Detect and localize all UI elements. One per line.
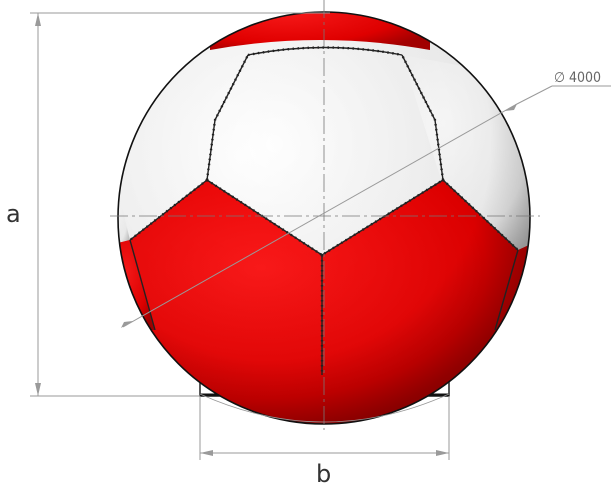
dimension-b xyxy=(199,396,450,460)
diameter-leader xyxy=(121,85,611,328)
dimension-b-label: b xyxy=(316,460,331,485)
diameter-label: ∅ 4000 xyxy=(554,70,601,86)
dimension-a xyxy=(30,12,330,397)
ball-sphere xyxy=(118,12,530,424)
center-lines xyxy=(110,0,540,430)
dimension-a-label: a xyxy=(6,200,21,228)
stitches xyxy=(129,46,519,375)
